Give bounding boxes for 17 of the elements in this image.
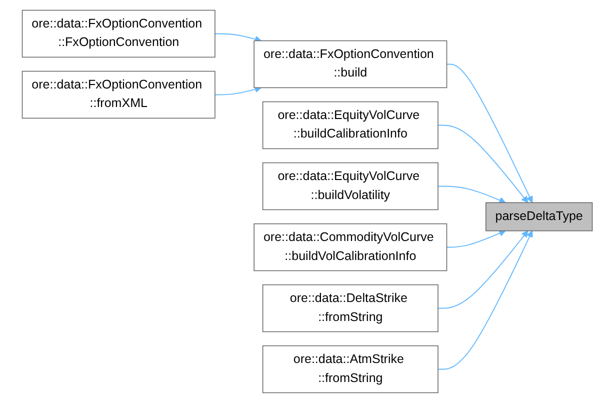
arrow (438, 230, 534, 370)
arrow (438, 230, 528, 309)
function-box: ore::data::DeltaStrike ::fromString (262, 284, 439, 332)
arrow (446, 64, 534, 203)
arrow (214, 33, 262, 42)
function-box: ore::data::FxOptionConvention ::FxOptionConvention (22, 10, 216, 58)
arrow (446, 230, 506, 248)
arrow (438, 124, 528, 203)
function-box: ore::data::CommodityVolCurve ::buildVolCalibrationInfo (254, 223, 448, 272)
function-box: parseDeltaType (486, 202, 593, 232)
arrow (438, 186, 506, 204)
function-box: ore::data::EquityVolCurve ::buildCalibrationInfo (262, 101, 439, 150)
function-box: ore::data::FxOptionConvention ::build (254, 40, 448, 88)
function-box: ore::data::FxOptionConvention ::fromXML (22, 70, 216, 119)
function-box: ore::data::AtmStrike ::fromString (262, 345, 439, 394)
function-box: ore::data::EquityVolCurve ::buildVolatility (262, 162, 439, 210)
arrow (214, 86, 262, 96)
